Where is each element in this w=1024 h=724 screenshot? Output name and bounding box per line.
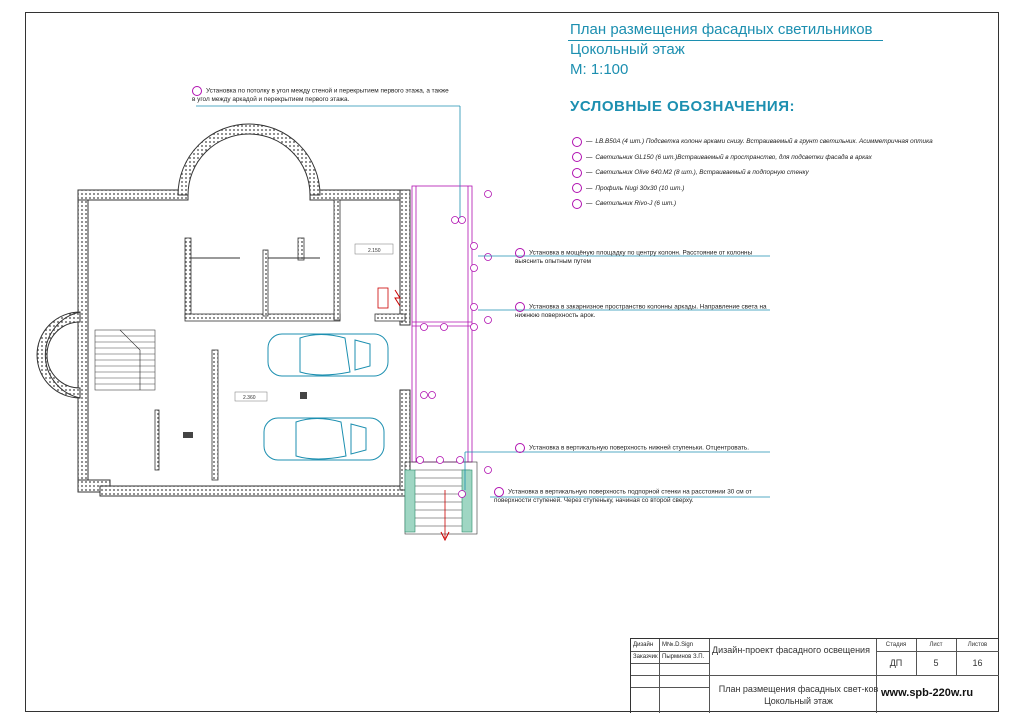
legend-item: —Светильник Rivo-J (6 шт.) <box>572 196 933 212</box>
column-stub <box>183 432 193 438</box>
room-label-1: 2.150 <box>368 248 381 254</box>
marker-circle-icon <box>494 487 504 497</box>
stamp-project-name: Дизайн-проект фасадного освещения <box>712 645 870 655</box>
bay-outline-west <box>44 311 81 399</box>
stamp-sheet-header: Лист <box>929 642 943 648</box>
note-1: Установка в мощёную площадку по центру к… <box>515 248 753 266</box>
wall-interior <box>333 199 341 321</box>
room-label-box <box>354 243 394 255</box>
legend-list: —LB.B50A (4 шт.) Подсветка колонн арками… <box>572 134 933 212</box>
entry-arrow-head-icon <box>440 531 450 542</box>
title-line-3: М: 1:100 <box>570 61 629 78</box>
car-icon <box>263 417 385 461</box>
marker-circle-icon <box>572 152 582 163</box>
wall-north-right <box>309 189 411 201</box>
marker-circle-icon <box>572 167 582 178</box>
wall-interior <box>184 237 192 319</box>
stamp-website: www.spb-220w.ru <box>881 687 974 699</box>
stamp-sheet-name: План размещения фасадных свет-ков Цоколь… <box>718 684 879 706</box>
drawing-title: План размещения фасадных светильников Цо… <box>570 20 873 80</box>
leader-lines <box>196 105 770 498</box>
car-icon <box>267 333 389 377</box>
bay-window-north <box>177 123 321 196</box>
retaining-wall <box>404 469 473 533</box>
stamp-sheets-value: 16 <box>972 658 983 668</box>
legend-heading: УСЛОВНЫЕ ОБОЗНАЧЕНИЯ: <box>570 98 795 115</box>
title-underline <box>568 40 883 41</box>
stamp-name-2: Пырминов З.П. <box>662 654 705 660</box>
note-4: Установка в вертикальную поверхность под… <box>494 487 752 505</box>
wall-interior <box>211 349 219 481</box>
marker-circle-icon <box>572 136 582 147</box>
note-2: Установка в закарнизное пространство кол… <box>515 302 767 320</box>
marker-circle-icon <box>572 183 582 194</box>
note-top: Установка по потолку в угол между стеной… <box>192 86 449 104</box>
fixture-markers <box>416 190 492 498</box>
bay-window-west <box>36 311 81 399</box>
wall-north-left <box>77 189 189 201</box>
staircase-west <box>94 329 156 391</box>
note-3: Установка в вертикальную поверхность ниж… <box>515 443 770 453</box>
wall-west <box>77 189 89 491</box>
legend-item: —LB.B50A (4 шт.) Подсветка колонн арками… <box>572 134 933 150</box>
stamp-sheets-header: Листов <box>967 642 988 648</box>
stamp-stage-header: Стадия <box>885 642 907 648</box>
legend-item: —Светильник GL150 (6 шт.)Встраиваемый в … <box>572 150 933 166</box>
wall-east-upper <box>399 189 411 326</box>
marker-circle-icon <box>515 443 525 453</box>
legend-item: —Светильник Olive 640.M2 (8 шт.), Встраи… <box>572 165 933 181</box>
title-line-2: Цокольный этаж <box>570 41 685 58</box>
stamp-sheet-value: 5 <box>933 658 939 668</box>
wall-interior <box>262 249 269 317</box>
stamp-stage-value: ДП <box>889 658 903 668</box>
interior-walls <box>154 199 406 481</box>
marker-circle-icon <box>515 248 525 258</box>
wall-south <box>99 485 411 497</box>
column-stub <box>300 392 307 399</box>
marker-circle-icon <box>572 198 582 209</box>
marker-circle-icon <box>515 302 525 312</box>
outer-walls <box>77 189 411 497</box>
electrical-symbol-icon <box>394 289 401 307</box>
wall-interior <box>374 313 406 322</box>
wall-interior <box>154 409 160 471</box>
stamp-role-2: Заказчик <box>633 654 658 660</box>
wall-interior <box>184 313 341 322</box>
electrical-panel-icon <box>377 287 389 309</box>
wall-interior <box>297 237 305 261</box>
stamp-name-1: М№.D.Sign <box>662 642 694 648</box>
title-block: Дизайн М№.D.Sign Заказчик Пырминов З.П. … <box>630 638 999 713</box>
room-label-2: 2.360 <box>243 395 256 401</box>
room-label-box <box>234 391 268 402</box>
stamp-role-1: Дизайн <box>633 642 654 648</box>
marker-circle-icon <box>192 86 202 96</box>
legend-item: —Профиль Nugi 30x30 (10 шт.) <box>572 181 933 197</box>
title-line-1: План размещения фасадных светильников <box>570 21 873 38</box>
drawing-sheet-frame <box>25 12 999 712</box>
